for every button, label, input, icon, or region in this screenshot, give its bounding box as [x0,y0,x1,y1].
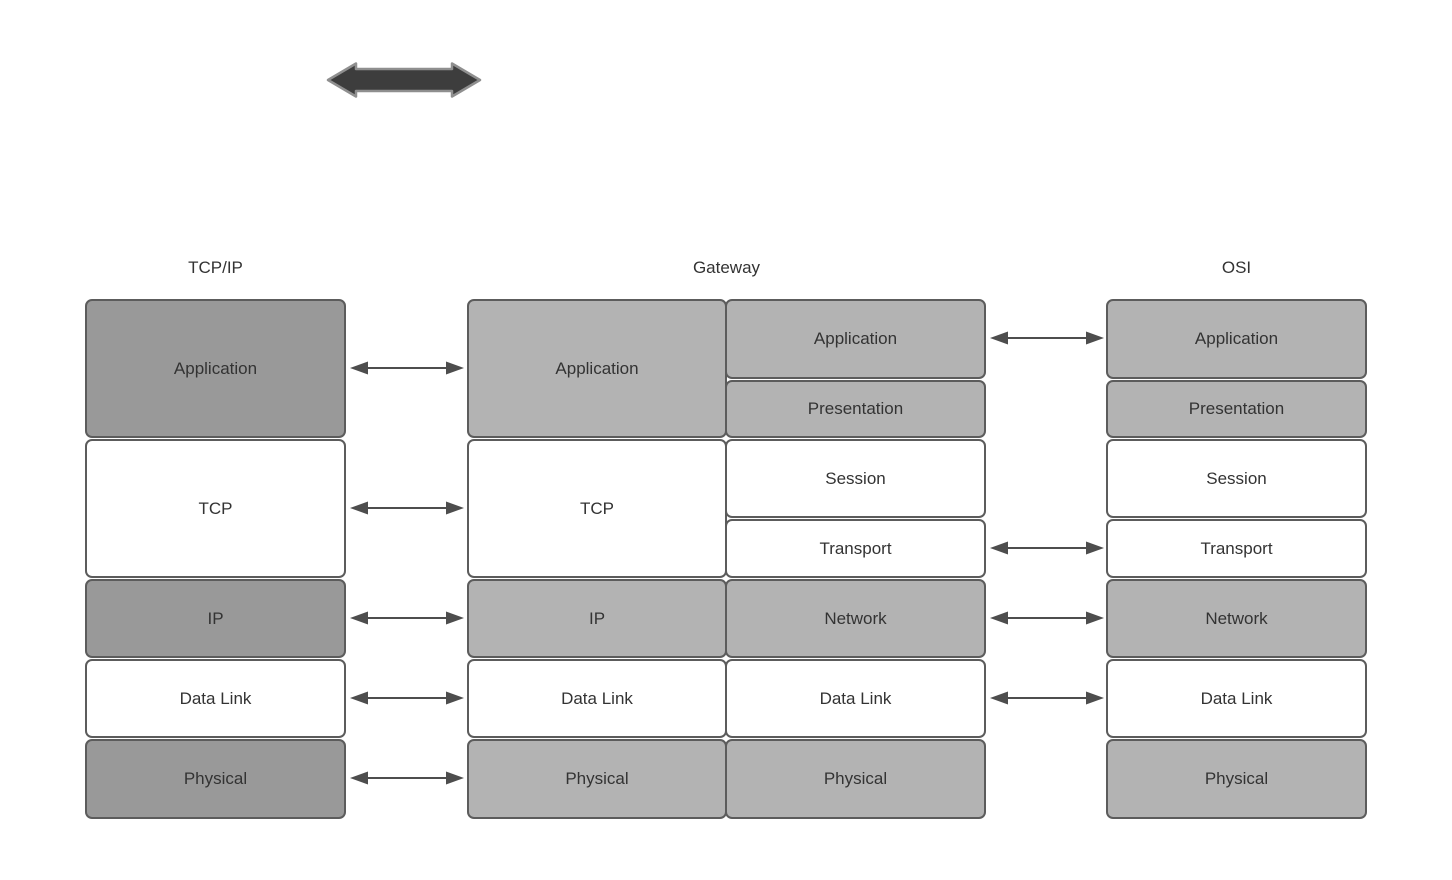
double-arrow-icon [326,62,482,98]
gateway-right-layer-network: Network [725,579,986,658]
layer-label: Network [824,608,887,628]
layer-label: Physical [823,769,888,788]
layer-label: Transport [819,538,892,558]
layer-label: IP [207,608,224,628]
osi-layer-transport: Transport [1106,519,1367,578]
layer-label: Physical [565,769,629,788]
osi-layer-physical: Physical [1106,739,1367,819]
tcpip-layer-tcp: TCP [85,439,346,578]
layer-label: Transport [1200,538,1273,558]
gateway-left-layer-tcp: TCP [467,439,727,578]
gateway-right-layer-data-link: Data Link [725,659,986,738]
bidirectional-arrow-icon [990,611,1104,625]
gateway-right-layer-application: Application [725,299,986,379]
layer-label: Physical [1204,769,1269,788]
layer-label: Physical [183,769,248,788]
tcpip-column-title: TCP/IP [188,258,243,277]
bidirectional-arrow-icon [990,331,1104,345]
bidirectional-arrow-icon [350,691,464,705]
osi-layer-session: Session [1106,439,1367,518]
gateway-left-layer-application: Application [467,299,727,438]
layer-label: Network [1205,608,1268,628]
layer-label: Session [1206,468,1267,488]
bidirectional-arrow-icon [350,361,464,375]
osi-column-title: OSI [1221,258,1252,277]
tcpip-layer-physical: Physical [85,739,346,819]
gateway-right-layer-session: Session [725,439,986,518]
bidirectional-arrow-icon [350,611,464,625]
gateway-left-layer-data-link: Data Link [467,659,727,738]
layer-label: Application [813,329,898,348]
bidirectional-arrow-icon [350,501,464,515]
gateway-left-layer-physical: Physical [467,739,727,819]
tcpip-layer-data-link: Data Link [85,659,346,738]
tcpip-layer-ip: IP [85,579,346,658]
osi-layer-presentation: Presentation [1106,380,1367,438]
bidirectional-arrow-icon [350,771,464,785]
osi-layer-network: Network [1106,579,1367,658]
gateway-right-layer-physical: Physical [725,739,986,819]
layer-label: Presentation [1188,399,1285,418]
layer-label: Data Link [819,688,892,708]
osi-layer-application: Application [1106,299,1367,379]
gateway-right-layer-presentation: Presentation [725,380,986,438]
osi-layer-data-link: Data Link [1106,659,1367,738]
layer-label: Data Link [561,688,633,708]
layer-label: TCP [198,498,233,518]
layer-label: Data Link [1200,688,1273,708]
layer-label: TCP [580,498,614,518]
gateway-column-title: Gateway [692,258,761,277]
layer-label: Application [1194,329,1279,348]
layer-label: Session [825,468,886,488]
bidirectional-arrow-icon [990,691,1104,705]
gateway-left-layer-ip: IP [467,579,727,658]
layer-label: Presentation [807,399,904,418]
layer-label: Data Link [179,688,252,708]
tcpip-layer-application: Application [85,299,346,438]
layer-label: Application [555,358,639,378]
layer-label: IP [588,608,606,628]
layer-label: Application [173,358,258,378]
bidirectional-arrow-icon [990,541,1104,555]
gateway-right-layer-transport: Transport [725,519,986,578]
